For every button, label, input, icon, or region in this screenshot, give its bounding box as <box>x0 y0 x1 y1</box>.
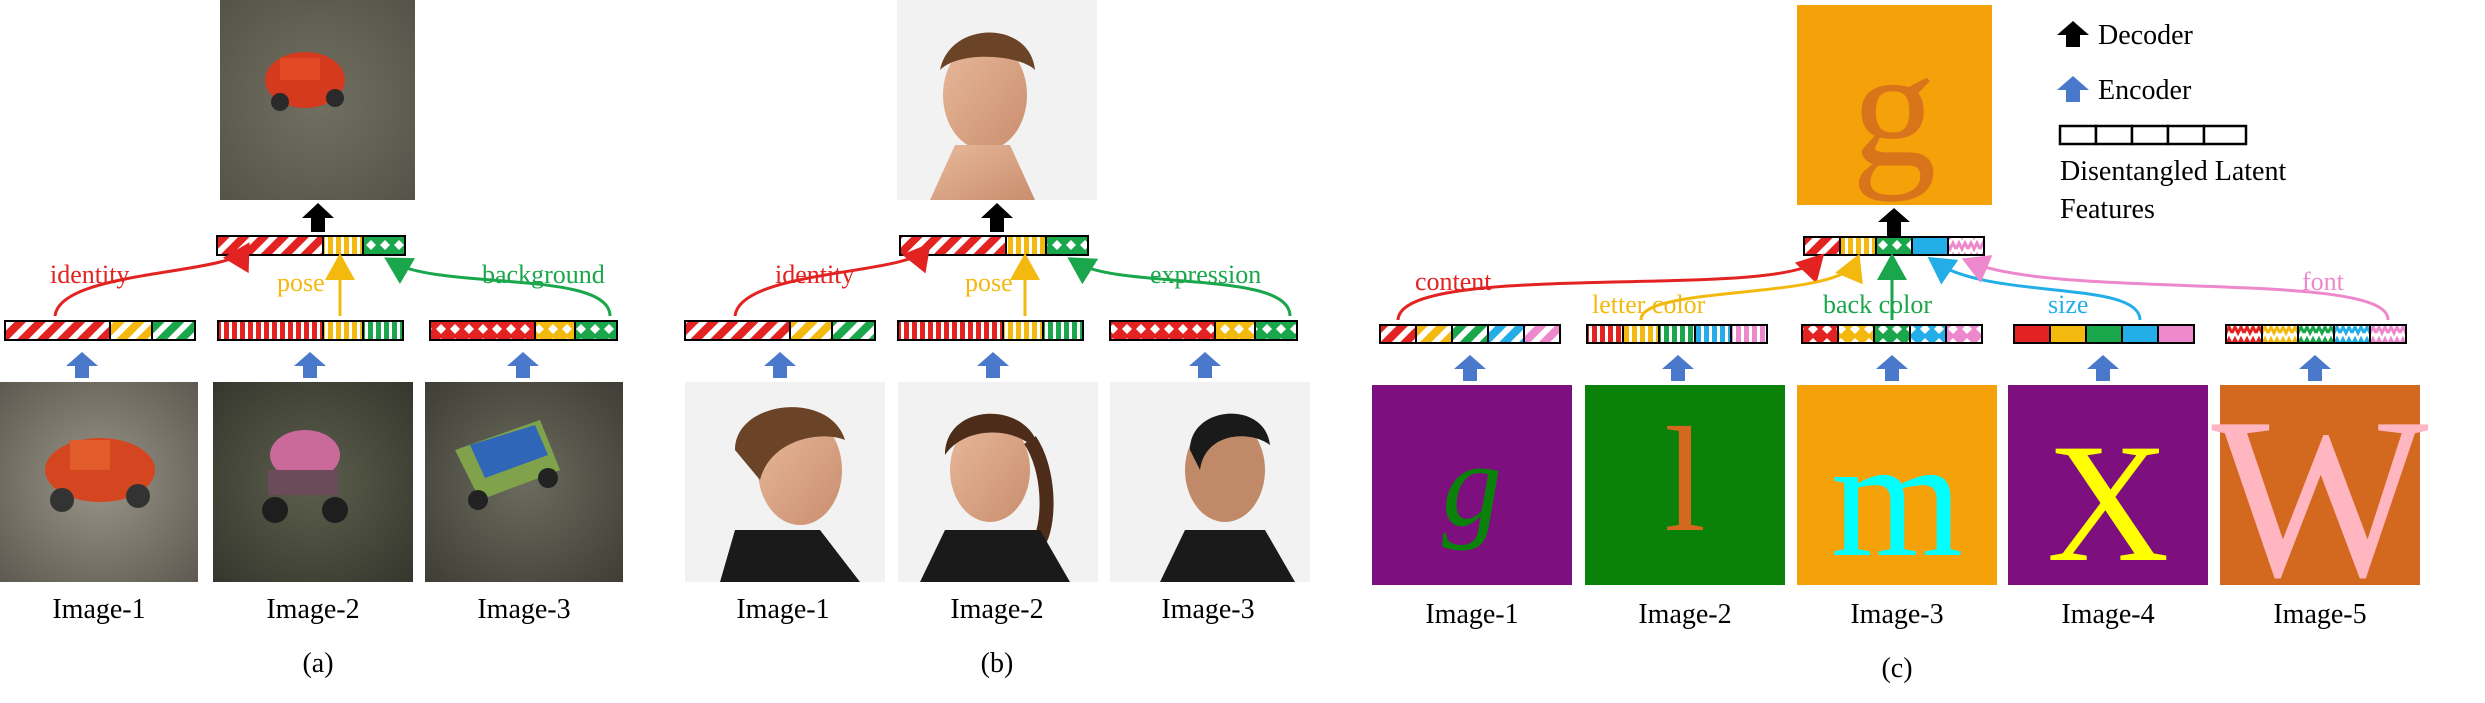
input-image-c2: l <box>1585 385 1785 585</box>
input-image-c4: X <box>2008 385 2208 597</box>
glyph-c1: g <box>1442 418 1502 551</box>
latent-input-c2 <box>1586 324 1768 344</box>
legend-latent-label-line2: Features <box>2060 194 2155 225</box>
image-label-a2: Image-2 <box>266 594 359 625</box>
legend-decoder-label: Decoder <box>2098 20 2194 51</box>
image-label-c1: Image-1 <box>1425 599 1518 630</box>
encoder-arrow-icon <box>1189 352 1221 378</box>
output-image-c: g <box>1797 5 1992 205</box>
glyph-c5: W <box>2211 370 2428 625</box>
panel-c: g <box>1372 5 2429 684</box>
input-image-a2 <box>213 382 413 582</box>
panel-b: identity pose expression Image-1 Image-2… <box>684 0 1310 679</box>
encoder-arrow-icon <box>1876 355 1908 381</box>
panel-caption-b: (b) <box>981 648 1014 679</box>
legend: Decoder Encoder Disentangled Latent Feat… <box>2057 20 2286 225</box>
decoder-arrow-icon <box>981 203 1013 232</box>
attr-arrow-letter-color-c <box>1639 253 1863 321</box>
input-image-c5: W <box>2211 370 2428 625</box>
encoder-arrow-icon <box>294 352 326 378</box>
latent-input-b1 <box>684 320 876 341</box>
input-image-b3 <box>1110 382 1310 582</box>
latent-input-c4 <box>2013 324 2195 344</box>
attr-label-background-a: background <box>482 260 605 289</box>
panel-caption-a: (a) <box>302 648 333 679</box>
encoder-arrow-icon <box>2057 76 2089 102</box>
image-label-a1: Image-1 <box>52 594 145 625</box>
input-image-c1: g <box>1372 385 1572 585</box>
attr-arrow-expression-b <box>1067 257 1292 317</box>
latent-input-a3 <box>429 320 618 341</box>
encoder-arrow-icon <box>1454 355 1486 381</box>
latent-combined-b <box>899 235 1089 256</box>
attr-label-content-c: content <box>1415 267 1492 296</box>
latent-input-a2 <box>217 320 404 341</box>
legend-latent-label-line1: Disentangled Latent <box>2060 156 2286 187</box>
attr-arrow-content-c <box>1396 253 1825 321</box>
encoder-arrow-icon <box>1662 355 1694 381</box>
decoder-arrow-icon <box>2057 21 2089 47</box>
attr-label-identity-b: identity <box>775 260 854 289</box>
attr-label-expression-b: expression <box>1150 260 1261 289</box>
attr-label-pose-b: pose <box>965 268 1013 297</box>
attr-arrow-size-c <box>1927 256 2142 321</box>
image-label-a3: Image-3 <box>477 594 570 625</box>
legend-latent-swatch <box>2058 124 2248 146</box>
attr-label-pose-a: pose <box>277 268 325 297</box>
encoder-arrow-icon <box>66 352 98 378</box>
decoder-arrow-icon <box>1878 208 1910 236</box>
image-label-c2: Image-2 <box>1638 599 1731 630</box>
latent-input-b3 <box>1109 320 1298 341</box>
decoder-arrow-icon <box>302 203 334 232</box>
image-label-c3: Image-3 <box>1850 599 1943 630</box>
output-glyph: g <box>1852 14 1937 202</box>
attr-label-font-c: font <box>2302 267 2345 296</box>
attr-arrow-background-a <box>384 257 612 317</box>
attr-arrow-identity-b <box>733 242 931 317</box>
latent-input-b2 <box>897 320 1084 341</box>
encoder-arrow-icon <box>507 352 539 378</box>
output-image-a <box>220 0 415 200</box>
attr-label-letter-color-c: letter color <box>1592 290 1706 319</box>
attr-label-identity-a: identity <box>50 260 129 289</box>
panel-caption-c: (c) <box>1881 653 1912 684</box>
input-image-c3: m <box>1797 385 1997 592</box>
image-label-c4: Image-4 <box>2061 599 2154 630</box>
attr-label-back-color-c: back color <box>1823 290 1932 319</box>
image-label-b2: Image-2 <box>950 594 1043 625</box>
glyph-c3: m <box>1831 404 1963 592</box>
latent-input-c5 <box>2225 324 2407 344</box>
latent-input-c3 <box>1801 324 1983 344</box>
input-image-a1 <box>0 382 198 582</box>
attr-arrow-font-c <box>1961 255 2390 321</box>
image-label-c5: Image-5 <box>2273 599 2366 630</box>
glyph-c4: X <box>2047 409 2170 597</box>
input-image-b1 <box>685 382 885 582</box>
attr-arrow-identity-a <box>53 242 250 317</box>
image-label-b3: Image-3 <box>1161 594 1254 625</box>
encoder-arrow-icon <box>977 352 1009 378</box>
encoder-arrow-icon <box>2087 355 2119 381</box>
input-image-a3 <box>425 382 623 582</box>
attr-label-size-c: size <box>2048 290 2088 319</box>
output-image-b <box>897 0 1097 200</box>
encoder-arrow-icon <box>764 352 796 378</box>
latent-input-c1 <box>1379 324 1561 344</box>
input-image-b2 <box>898 382 1098 582</box>
legend-encoder-label: Encoder <box>2098 75 2192 106</box>
encoder-arrow-icon <box>2299 355 2331 381</box>
image-label-b1: Image-1 <box>736 594 829 625</box>
panel-a: identity pose background <box>0 0 623 679</box>
latent-combined-c <box>1803 236 1985 256</box>
latent-input-a1 <box>4 320 196 341</box>
glyph-c2: l <box>1664 397 1706 563</box>
